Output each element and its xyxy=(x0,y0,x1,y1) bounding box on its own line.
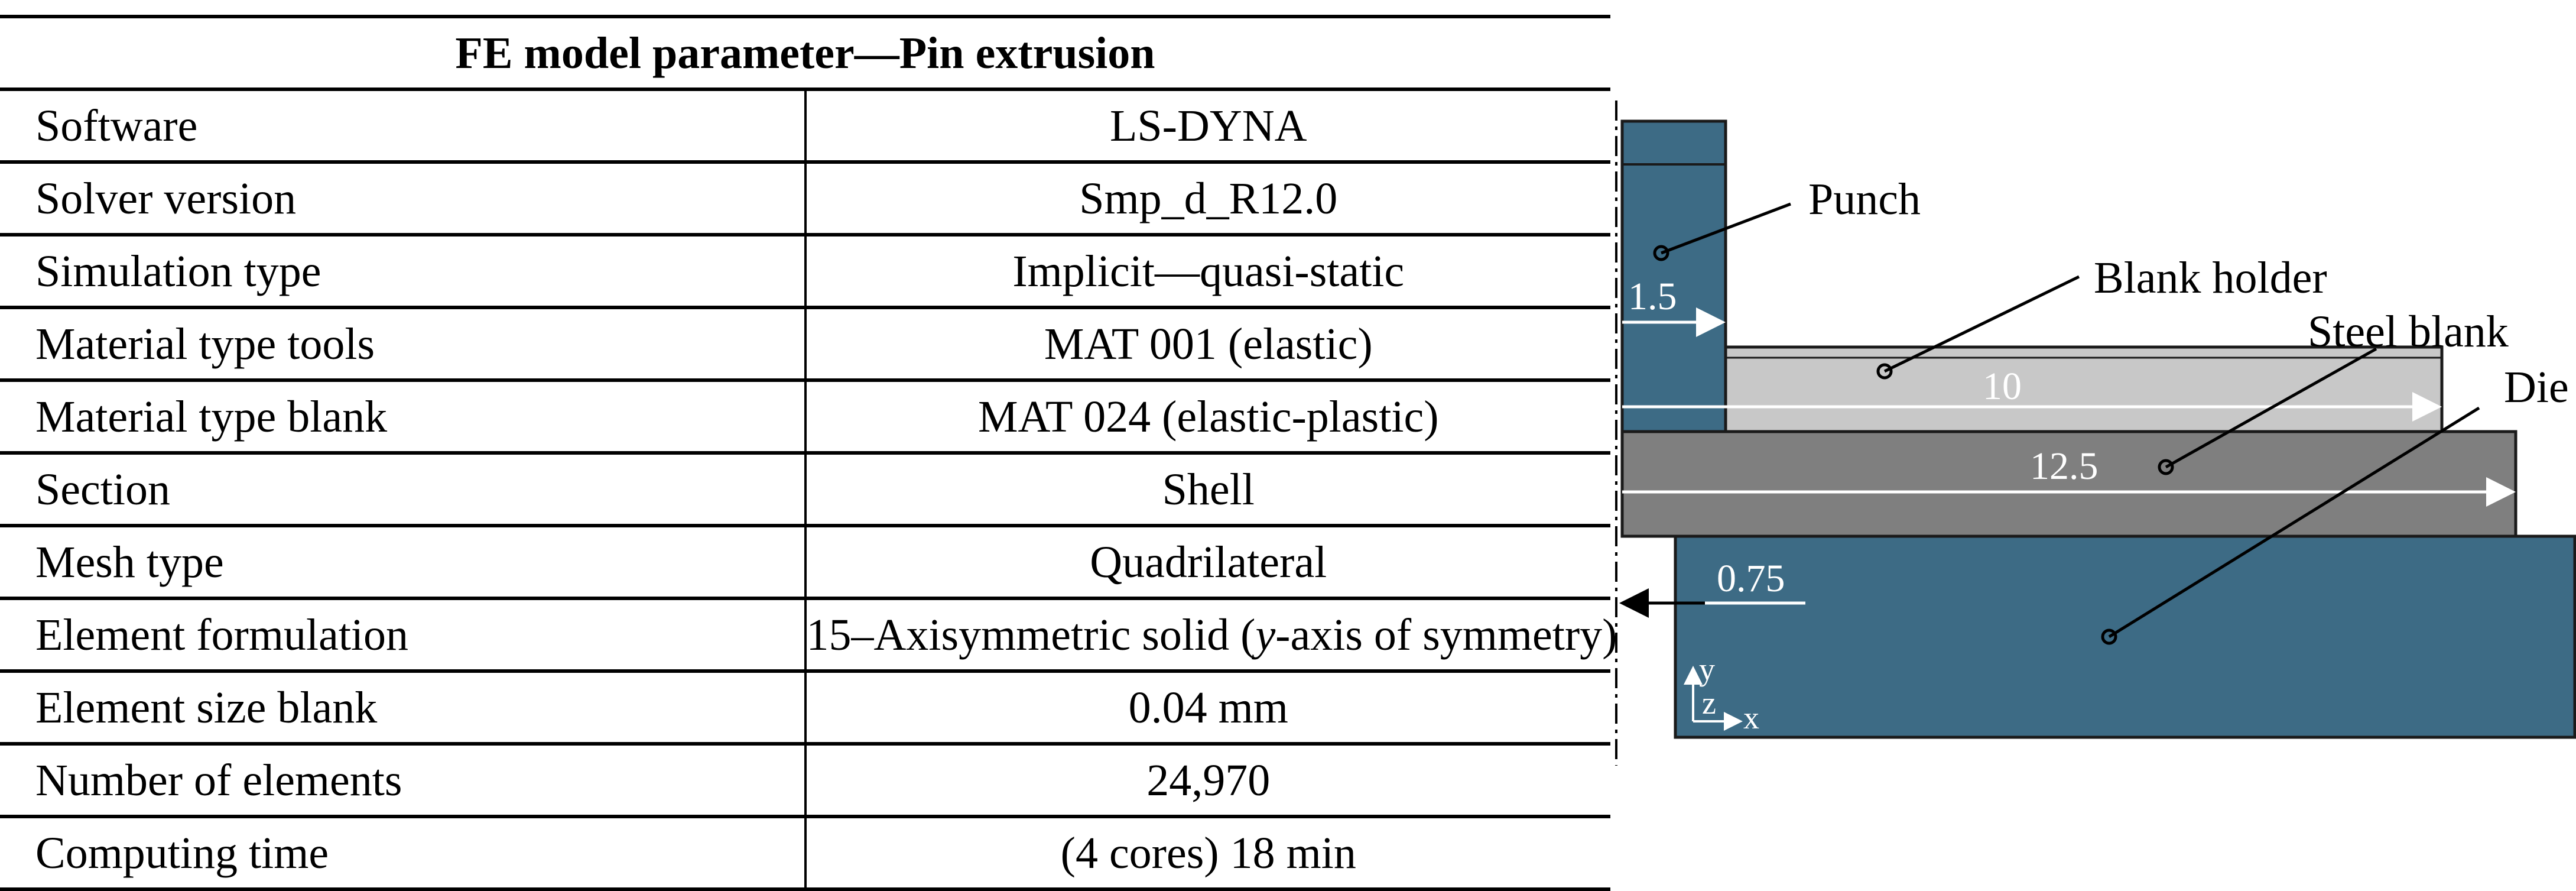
table-title: FE model parameter—Pin extrusion xyxy=(0,15,1610,89)
blank-holder-shape xyxy=(1724,345,2444,433)
table-row: Number of elements 24,970 xyxy=(0,742,1610,817)
row-value: 0.04 mm xyxy=(805,669,1610,744)
row-value: MAT 001 (elastic) xyxy=(805,306,1610,380)
table-row: Computing time (4 cores) 18 min xyxy=(0,815,1610,891)
y-axis-label: y xyxy=(1699,652,1715,687)
row-label: Element size blank xyxy=(0,669,807,744)
row-label: Number of elements xyxy=(0,742,807,817)
punch-width-label: 1.5 xyxy=(1628,275,1677,318)
table-row: Solver version Smp_d_R12.0 xyxy=(0,160,1610,235)
row-label: Material type blank xyxy=(0,378,807,453)
row-value: Implicit—quasi-static xyxy=(805,233,1610,307)
row-label: Software xyxy=(0,88,807,162)
steel-blank-label: Steel blank xyxy=(2308,307,2509,357)
row-value-pre: 15–Axisymmetric solid ( xyxy=(806,610,1256,660)
table-row: Element formulation 15–Axisymmetric soli… xyxy=(0,597,1617,671)
row-value: 24,970 xyxy=(805,742,1610,817)
blank-holder-leader-dot xyxy=(1876,363,1893,380)
row-value: LS-DYNA xyxy=(805,88,1610,162)
row-value-post: -axis of symmetry) xyxy=(1275,610,1617,660)
parameter-table: FE model parameter—Pin extrusion Softwar… xyxy=(0,15,1617,891)
table-row: Material type blank MAT 024 (elastic-pla… xyxy=(0,378,1610,453)
die-shape xyxy=(1674,534,2576,739)
blank-holder-label: Blank holder xyxy=(2094,253,2327,303)
row-value: Shell xyxy=(805,451,1610,526)
table-row: Element size blank 0.04 mm xyxy=(0,669,1610,744)
x-axis-label: x xyxy=(1743,700,1759,736)
parameter-table-grid: FE model parameter—Pin extrusion Softwar… xyxy=(0,15,1617,891)
blank-length-label: 12.5 xyxy=(2030,445,2099,488)
row-label: Computing time xyxy=(0,815,807,891)
blank-holder-leader-line xyxy=(1883,275,2080,373)
steel-blank-leader-line xyxy=(2165,347,2377,469)
row-value-italic: y xyxy=(1255,610,1276,660)
table-row: Simulation type Implicit—quasi-static xyxy=(0,233,1610,307)
fe-model-diagram: 1.5 10 12.5 0.75 y z x Punch Blank holde… xyxy=(1615,101,2576,766)
row-label: Mesh type xyxy=(0,524,807,598)
row-value: (4 cores) 18 min xyxy=(805,815,1610,891)
die-leader-dot xyxy=(2101,628,2117,645)
punch-leader-line xyxy=(1661,202,1791,255)
table-title-row: FE model parameter—Pin extrusion xyxy=(0,15,1610,89)
z-axis-label: z xyxy=(1702,685,1716,721)
row-label: Material type tools xyxy=(0,306,807,380)
row-value: Smp_d_R12.0 xyxy=(805,160,1610,235)
row-label: Solver version xyxy=(0,160,807,235)
holder-length-label: 10 xyxy=(1983,365,2022,408)
punch-leader-dot xyxy=(1653,245,1669,261)
die-leader-line xyxy=(2108,406,2480,639)
table-row: Material type tools MAT 001 (elastic) xyxy=(0,306,1610,380)
die-label: Die xyxy=(2504,362,2569,412)
table-row: Software LS-DYNA xyxy=(0,88,1610,162)
punch-label: Punch xyxy=(1808,174,1921,224)
table-row: Section Shell xyxy=(0,451,1610,526)
row-label: Section xyxy=(0,451,807,526)
row-value: MAT 024 (elastic-plastic) xyxy=(805,378,1610,453)
row-value: Quadrilateral xyxy=(805,524,1610,598)
steel-blank-leader-dot xyxy=(2158,459,2174,475)
table-row: Mesh type Quadrilateral xyxy=(0,524,1610,598)
punch-shape xyxy=(1620,119,1727,433)
row-label: Simulation type xyxy=(0,233,807,307)
row-label: Element formulation xyxy=(0,597,807,671)
row-value: 15–Axisymmetric solid (y-axis of symmetr… xyxy=(805,597,1617,671)
die-gap-label: 0.75 xyxy=(1717,557,1785,600)
